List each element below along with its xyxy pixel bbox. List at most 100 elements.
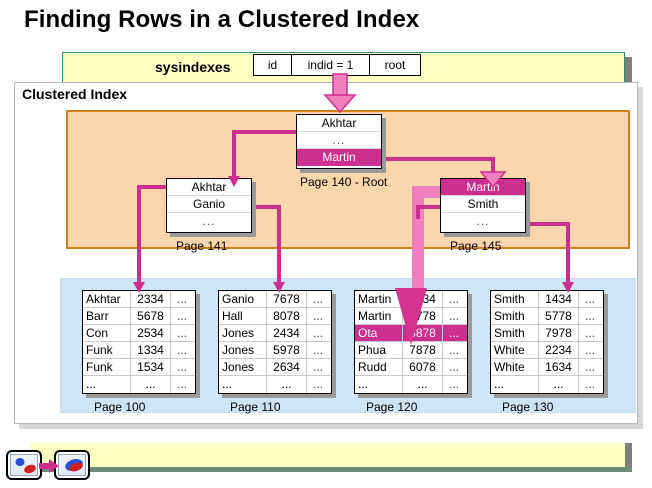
cell-name: Funk bbox=[83, 359, 131, 375]
table-row[interactable]: ......... bbox=[355, 376, 467, 393]
cell-value: 5778 bbox=[539, 308, 579, 324]
shapes-icon bbox=[15, 458, 36, 474]
cell-name: Con bbox=[83, 325, 131, 341]
cell-name: Akhtar bbox=[83, 291, 131, 307]
cell-name: Smith bbox=[491, 308, 539, 324]
previous-slide-button[interactable] bbox=[6, 450, 42, 480]
sysindexes-cell-indid: indid = 1 bbox=[292, 55, 370, 75]
cell-value: 8078 bbox=[267, 308, 307, 324]
cell-etc: ... bbox=[312, 309, 323, 323]
page100-label: Page 100 bbox=[94, 400, 146, 414]
cell-etc: ... bbox=[312, 326, 323, 340]
cell-name: Smith bbox=[491, 291, 539, 307]
page145-node[interactable]: Martin Smith ... bbox=[440, 178, 526, 233]
connector-141-akhtar-v bbox=[137, 185, 141, 286]
root-page-label: Page 140 - Root bbox=[300, 175, 388, 189]
page145-row-2[interactable]: ... bbox=[441, 213, 525, 230]
table-row[interactable]: ......... bbox=[491, 376, 603, 393]
cell-etc: ... bbox=[584, 309, 595, 323]
page145-row-1[interactable]: Smith bbox=[441, 196, 525, 213]
connector-root-akhtar-v bbox=[232, 130, 236, 178]
cell-etc: ... bbox=[312, 292, 323, 306]
cell-name: White bbox=[491, 342, 539, 358]
page141-node[interactable]: Akhtar Ganio ... bbox=[166, 178, 252, 233]
cell-etc: ... bbox=[448, 292, 459, 306]
root-page-row-1[interactable]: ... bbox=[297, 132, 381, 149]
panel-title: Clustered Index bbox=[22, 86, 128, 102]
root-page-node[interactable]: Akhtar ... Martin bbox=[296, 114, 382, 169]
footer-green-strip bbox=[30, 467, 632, 472]
sysindexes-label: sysindexes bbox=[155, 59, 231, 75]
panel-shadow-right bbox=[638, 87, 643, 429]
root-page-row-0[interactable]: Akhtar bbox=[297, 115, 381, 132]
cell-name: ... bbox=[83, 376, 131, 393]
table-row[interactable]: ......... bbox=[219, 376, 331, 393]
table-row[interactable]: ......... bbox=[83, 376, 195, 393]
page141-row-1[interactable]: Ganio bbox=[167, 196, 251, 213]
page141-row-0[interactable]: Akhtar bbox=[167, 179, 251, 196]
cell-value: 2434 bbox=[267, 325, 307, 341]
page141-label: Page 141 bbox=[176, 239, 228, 253]
cell-name: Ganio bbox=[219, 291, 267, 307]
cell-name: Barr bbox=[83, 308, 131, 324]
connector-141-ganio-v bbox=[277, 205, 281, 286]
panel-shadow-bottom bbox=[19, 424, 643, 429]
previous-slide-thumbnail-icon bbox=[10, 454, 38, 476]
page-title: Finding Rows in a Clustered Index bbox=[24, 6, 420, 33]
cell-name: Jones bbox=[219, 342, 267, 358]
connector-145-smith-h bbox=[524, 222, 570, 226]
cell-etc: ... bbox=[584, 377, 595, 391]
next-slide-button[interactable] bbox=[54, 450, 90, 480]
page145-row-0[interactable]: Martin bbox=[441, 179, 525, 196]
cell-etc: ... bbox=[312, 360, 323, 374]
cell-etc: ... bbox=[584, 360, 595, 374]
next-slide-thumbnail-icon bbox=[58, 454, 86, 476]
root-page-row-2[interactable]: Martin bbox=[297, 149, 381, 166]
cell-etc: ... bbox=[584, 343, 595, 357]
page145-label: Page 145 bbox=[450, 239, 502, 253]
cell-etc: ... bbox=[448, 309, 459, 323]
connector-145-smith-h-left bbox=[416, 205, 446, 209]
next-arrow-icon bbox=[39, 459, 59, 473]
page141-row-2[interactable]: ... bbox=[167, 213, 251, 230]
cell-value: 1234 bbox=[403, 291, 443, 307]
cell-value: 5678 bbox=[131, 308, 171, 324]
cell-name: White bbox=[491, 359, 539, 375]
cell-value: 5978 bbox=[267, 342, 307, 358]
cell-etc: ... bbox=[176, 309, 187, 323]
footer-banner-shadow bbox=[625, 443, 632, 467]
cell-etc: ... bbox=[448, 377, 459, 391]
cell-name: Ota bbox=[355, 325, 403, 341]
cell-name: ... bbox=[355, 376, 403, 393]
cell-etc: ... bbox=[176, 292, 187, 306]
connector-145-smith-v bbox=[566, 222, 570, 286]
cell-value: 2234 bbox=[539, 342, 579, 358]
sysindexes-cell-root: root bbox=[370, 55, 420, 75]
cell-value: 7678 bbox=[267, 291, 307, 307]
